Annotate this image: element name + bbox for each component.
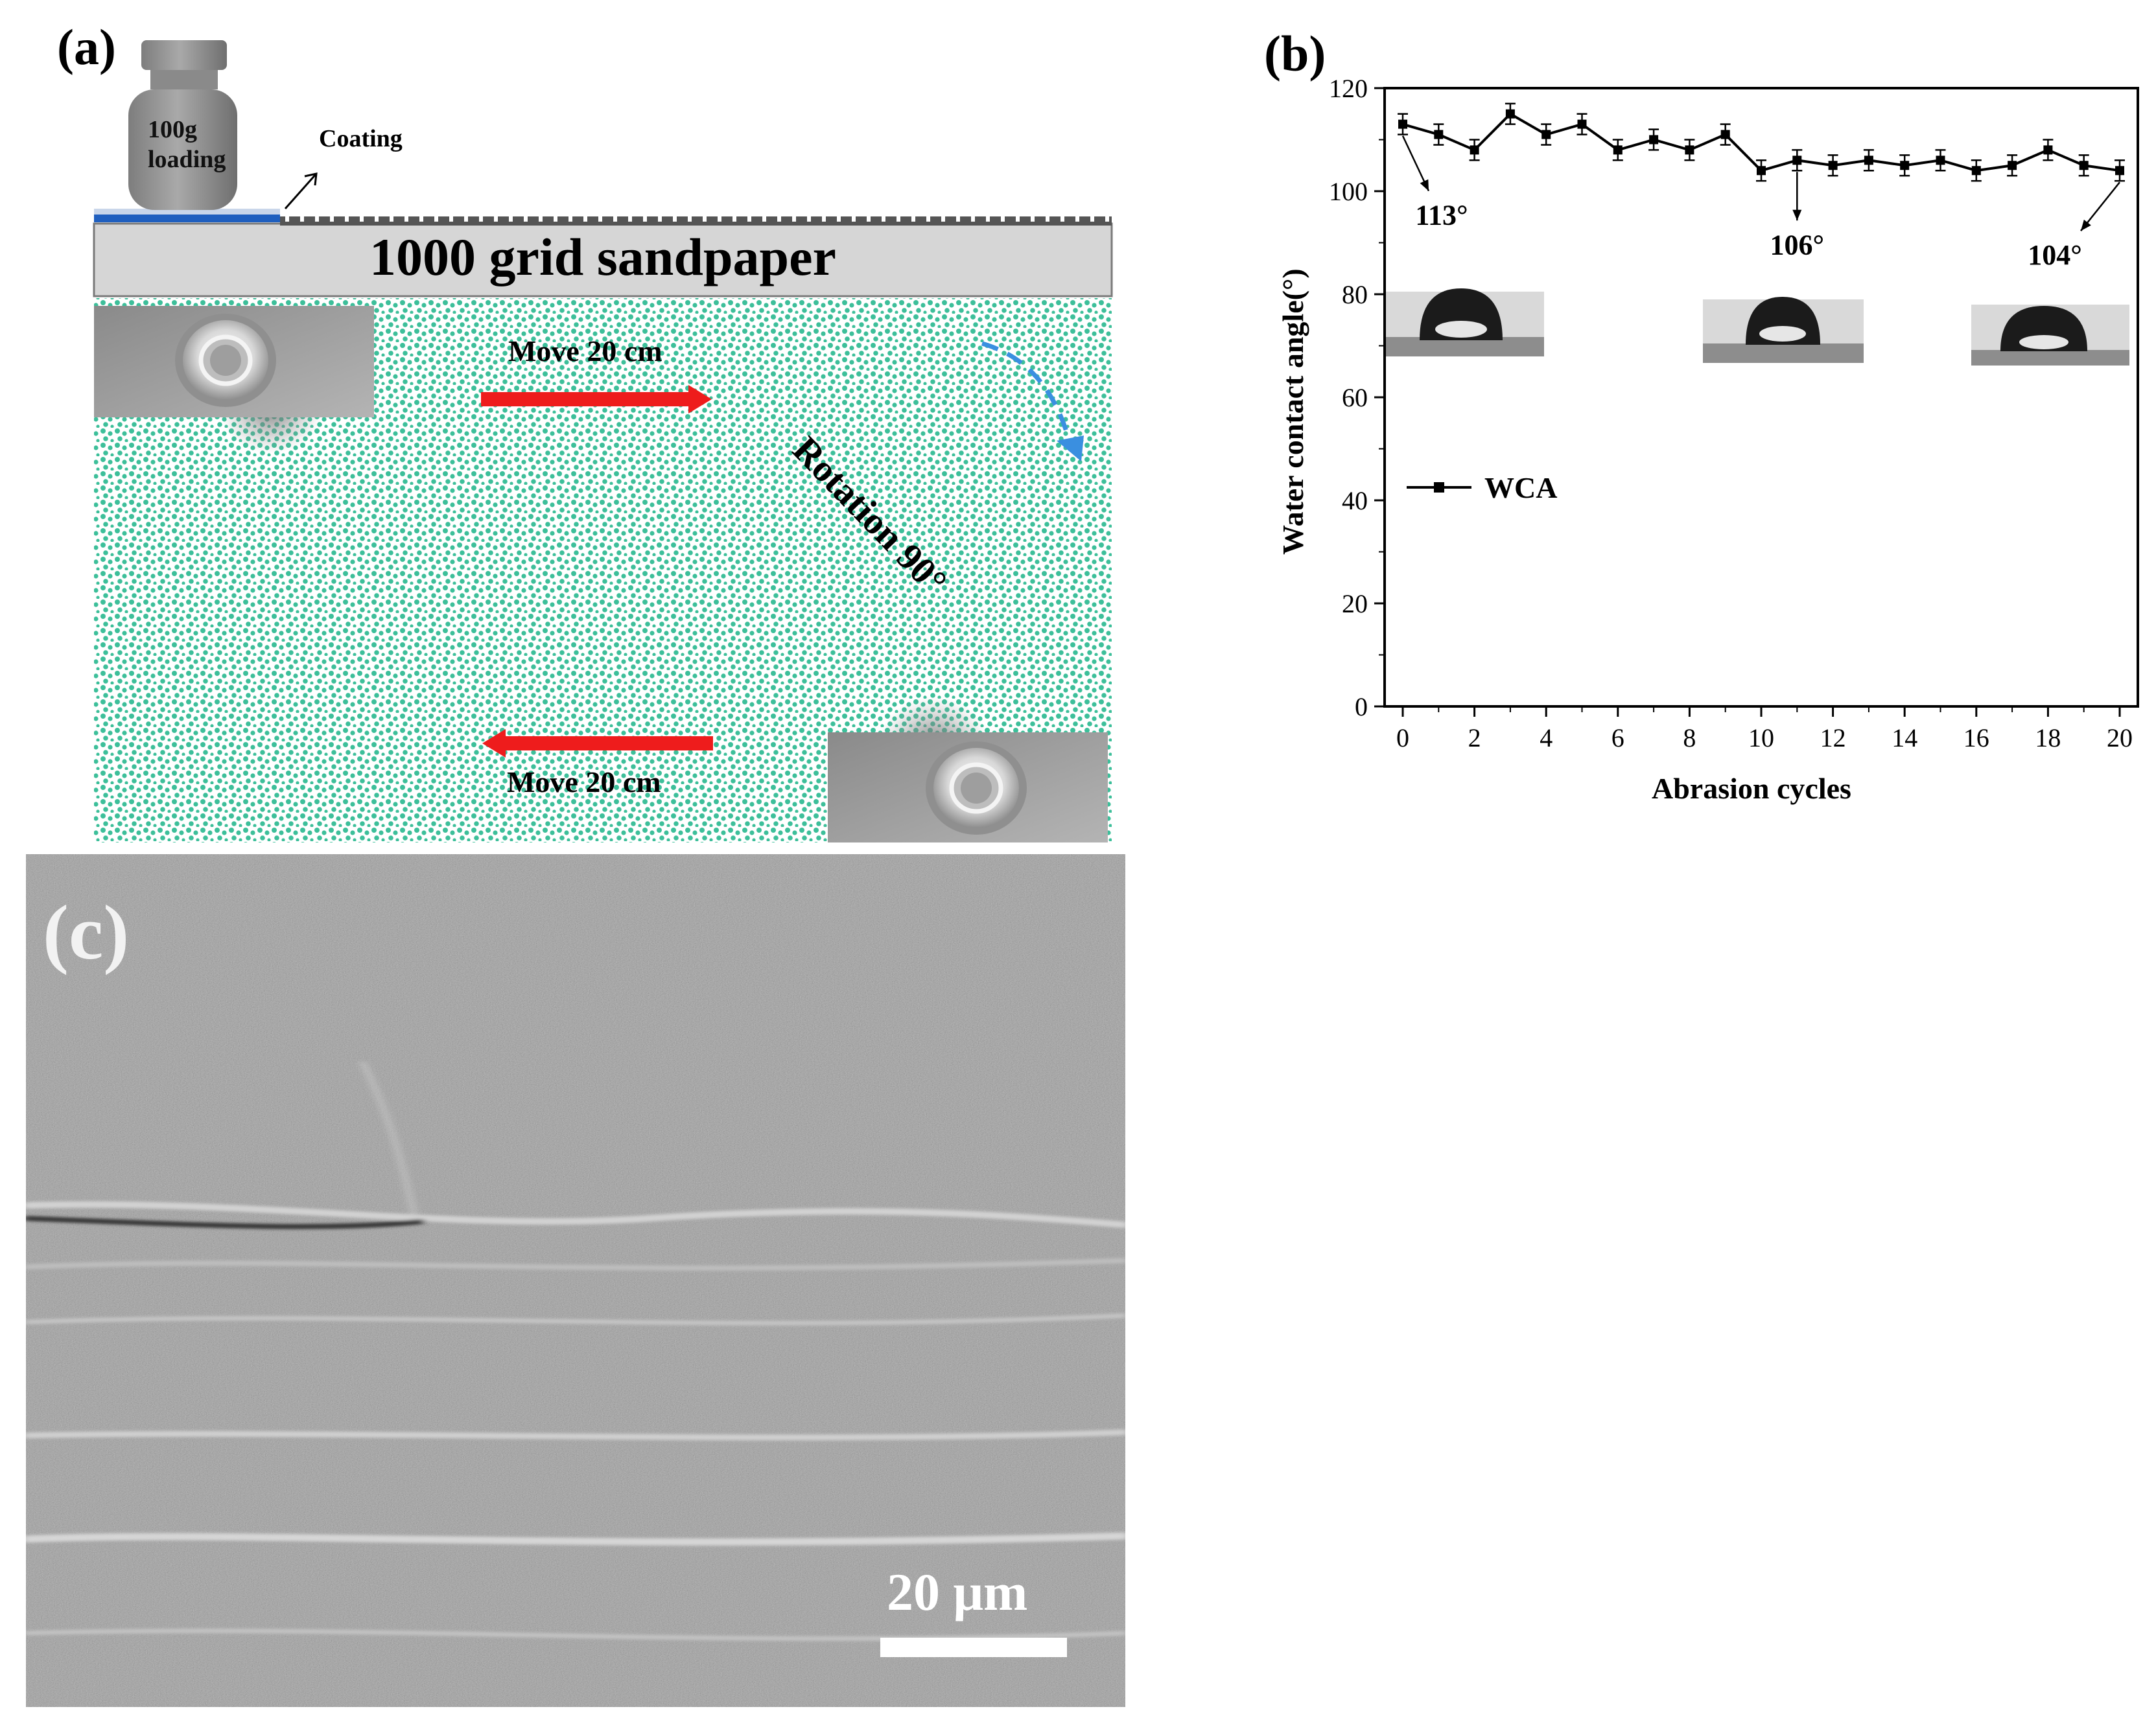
x-tick-label: 10 — [1748, 723, 1774, 752]
droplet-inset-0 — [1386, 288, 1544, 356]
legend-label: WCA — [1484, 471, 1558, 504]
data-point — [1434, 130, 1444, 139]
abrasion-diagram — [93, 40, 1113, 842]
sample-plate-top — [94, 306, 374, 454]
panel-label-b: (b) — [1264, 25, 1326, 82]
data-point — [1971, 166, 1981, 176]
y-tick-label: 20 — [1342, 589, 1368, 618]
y-tick-label: 120 — [1329, 74, 1368, 103]
weight-label-line2: loading — [148, 146, 226, 173]
annotation-label: 106° — [1770, 229, 1824, 261]
y-tick-label: 40 — [1342, 486, 1368, 515]
x-tick-label: 6 — [1611, 723, 1624, 752]
data-point — [2008, 161, 2017, 170]
move-bottom-label: Move 20 cm — [507, 765, 661, 798]
data-point — [1685, 145, 1694, 155]
data-point — [1649, 135, 1659, 145]
x-tick-label: 0 — [1396, 723, 1409, 752]
x-tick-label: 12 — [1820, 723, 1846, 752]
data-point — [1398, 119, 1407, 129]
data-point — [1541, 130, 1551, 139]
annotation-arrowhead — [1792, 209, 1802, 221]
panel-label-a: (a) — [57, 19, 116, 75]
sample-plate-bottom — [828, 697, 1108, 842]
sandpaper-grit — [285, 216, 1109, 222]
data-point — [1864, 156, 1873, 165]
scale-bar-label: 20 μm — [887, 1563, 1028, 1621]
sandpaper-teeth — [280, 216, 1112, 226]
scale-bar — [880, 1638, 1067, 1657]
move-top-label: Move 20 cm — [508, 334, 662, 367]
wca-chart: 0 20 40 60 80 100 120 0 2 4 6 8 10 12 14 16 18 20 113° 106… — [1329, 74, 2139, 752]
annotation-arrowhead — [1420, 179, 1429, 191]
move-left-arrow-icon — [482, 729, 713, 758]
x-axis-label: Abrasion cycles — [1652, 772, 1851, 805]
data-point — [2043, 145, 2053, 155]
droplet-inset-20 — [1971, 305, 2129, 366]
y-tick-label: 60 — [1342, 383, 1368, 412]
sandpaper-bar — [93, 222, 1113, 297]
data-point — [1900, 161, 1910, 170]
chart-legend — [1407, 482, 1471, 493]
droplet-inset-10 — [1703, 297, 1864, 363]
x-tick-label: 2 — [1468, 723, 1481, 752]
x-tick-label: 4 — [1540, 723, 1553, 752]
annotation-label: 104° — [2028, 239, 2082, 271]
x-tick-label: 16 — [1963, 723, 1989, 752]
rotation-arrow-icon — [981, 341, 1084, 461]
x-tick-label: 18 — [2035, 723, 2061, 752]
x-tick-label: 20 — [2107, 723, 2133, 752]
data-point — [1828, 161, 1838, 170]
annotation-label: 113° — [1415, 200, 1468, 231]
move-right-arrow-icon — [481, 385, 712, 413]
data-point — [1720, 130, 1730, 139]
coating-pointer-icon — [284, 172, 318, 209]
y-tick-label: 100 — [1329, 177, 1368, 206]
data-point — [1936, 156, 1945, 165]
data-point — [1757, 166, 1766, 176]
y-tick-label: 80 — [1342, 280, 1368, 309]
data-point — [1470, 145, 1479, 155]
x-tick-label: 8 — [1683, 723, 1696, 752]
data-point — [2115, 166, 2124, 176]
weight-icon — [128, 40, 237, 210]
coating-strip — [94, 215, 280, 222]
sandpaper-label: 1000 grid sandpaper — [369, 227, 836, 286]
annotation-arrowhead — [2081, 219, 2091, 231]
data-point — [1577, 119, 1587, 129]
x-tick-label: 14 — [1892, 723, 1917, 752]
y-tick-label: 0 — [1355, 692, 1368, 721]
data-point — [1792, 156, 1802, 165]
panel-label-c: (c) — [43, 889, 130, 975]
weight-label-line1: 100g — [148, 116, 197, 143]
coating-label: Coating — [319, 125, 403, 152]
data-point — [1505, 109, 1515, 119]
data-point — [2079, 161, 2089, 170]
data-point — [1613, 145, 1623, 155]
